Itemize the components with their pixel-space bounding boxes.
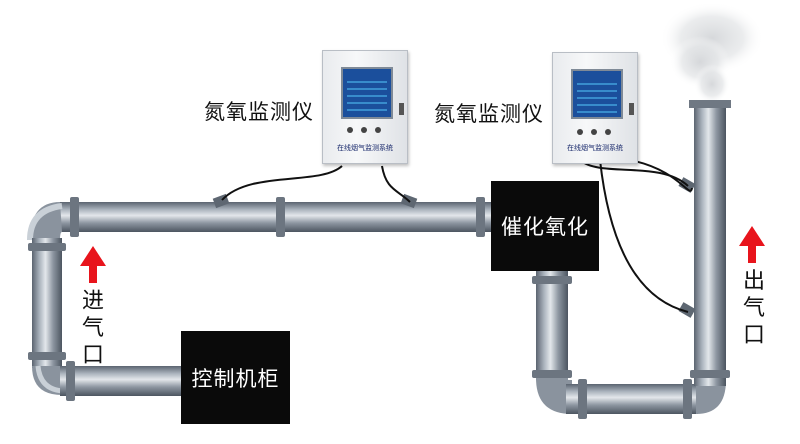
- outlet-arrow: [739, 226, 765, 263]
- bottom-left-elbow: [536, 378, 572, 414]
- sample-cables: [221, 159, 693, 313]
- bottom-right-elbow: [696, 380, 726, 414]
- inlet-label: 进气口: [81, 289, 104, 368]
- pipe-flanges: [28, 197, 730, 419]
- outlet-label: 出气口: [742, 269, 765, 348]
- control-cabinet-box: 控制机柜: [181, 331, 290, 424]
- cabinet-caption-1: 在线烟气监测系统: [337, 144, 393, 152]
- analyzer-cabinet-1: 在线烟气监测系统: [322, 50, 408, 164]
- sampling-probes: [212, 177, 696, 318]
- analyzer-screen-1: [341, 67, 393, 119]
- smoke-plume: [660, 2, 764, 104]
- catalytic-outlet-pipe: [536, 268, 568, 380]
- left-vertical-pipe: [32, 238, 62, 368]
- analyzer-cabinet-2: 在线烟气监测系统: [552, 52, 638, 164]
- left-top-elbow: [30, 202, 62, 240]
- stack-top-flange: [689, 100, 731, 108]
- lower-left-pipe: [60, 366, 184, 396]
- stack-pipe: [694, 104, 726, 386]
- analyzer-label-1: 氮氧监测仪: [204, 100, 314, 124]
- cabinet-caption-2: 在线烟气监测系统: [567, 144, 623, 152]
- analyzer-label-2: 氮氧监测仪: [434, 102, 544, 126]
- analyzer-screen-2: [571, 69, 623, 119]
- inlet-arrow: [80, 246, 106, 283]
- bottom-pipe: [566, 384, 698, 414]
- catalytic-oxidation-box: 催化氧化: [491, 181, 599, 271]
